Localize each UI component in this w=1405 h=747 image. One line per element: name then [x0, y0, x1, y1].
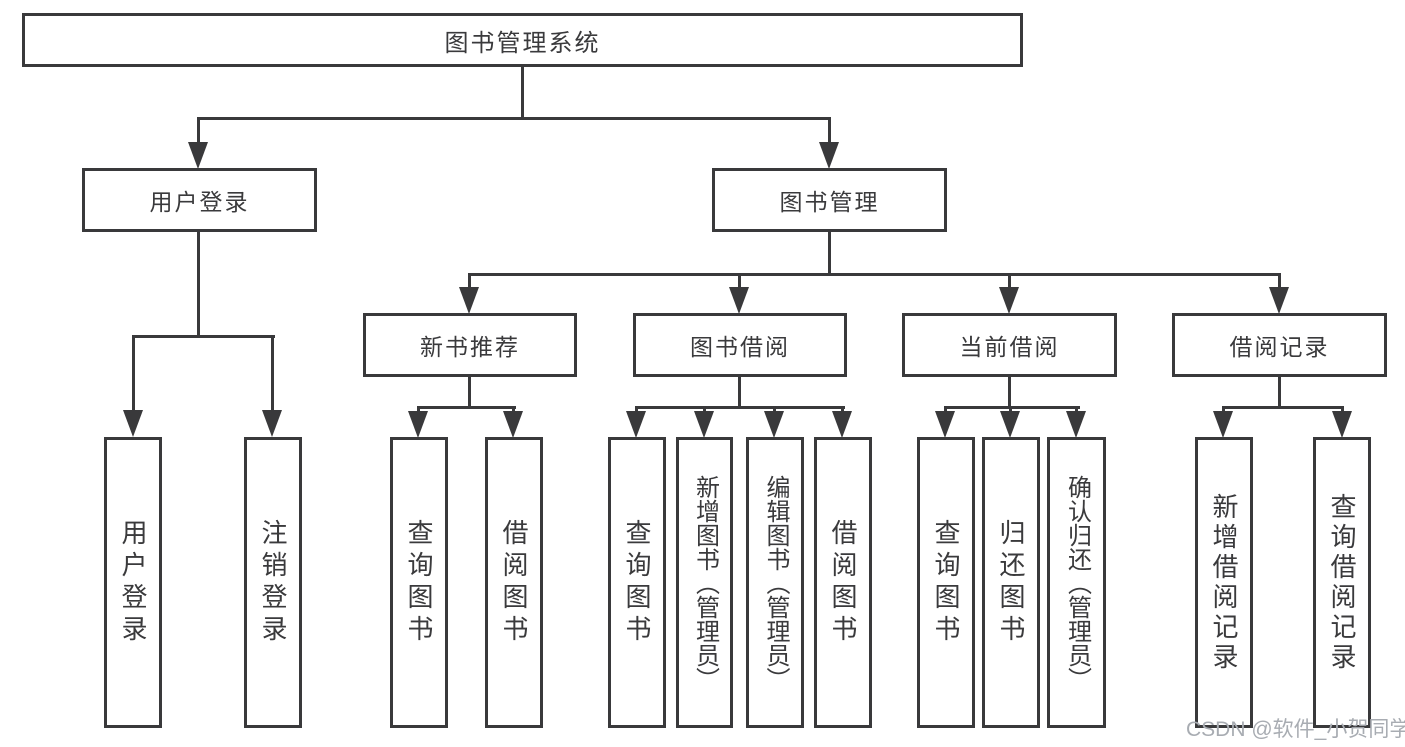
node-leaf-query-books-current: 查询图书 — [917, 437, 975, 728]
node-user-login: 用户登录 — [82, 168, 317, 232]
arrow-down-icon — [819, 142, 839, 169]
arrow-down-icon — [188, 142, 208, 169]
arrow-down-icon — [1213, 411, 1233, 438]
connector-stem-level3 — [1008, 276, 1011, 290]
arrow-down-icon — [729, 287, 749, 314]
node-leaf-return-books: 归还图书 — [982, 437, 1040, 728]
node-leaf-add-borrow-record: 新增借阅记录 — [1195, 437, 1253, 728]
node-leaf-edit-books-admin: 编辑图书（管理员） — [746, 437, 804, 728]
csdn-watermark: CSDN @软件_小贺同学 — [1186, 718, 1405, 741]
connector-level2-rail — [197, 117, 831, 120]
node-leaf-borrow-books-recommend: 借阅图书 — [485, 437, 543, 728]
node-label: 查询图书 — [404, 518, 434, 647]
node-label: 查询图书 — [622, 518, 652, 647]
node-label: 注销登录 — [258, 518, 288, 647]
connector-drop — [738, 377, 741, 409]
arrow-down-icon — [408, 411, 428, 438]
node-label: 图书管理 — [779, 189, 880, 215]
arrow-down-icon — [999, 287, 1019, 314]
node-label: 当前借阅 — [959, 334, 1060, 360]
node-label: 新书推荐 — [420, 334, 520, 360]
node-leaf-logout: 注销登录 — [244, 437, 302, 728]
connector-drop — [1008, 377, 1011, 409]
node-leaf-query-books-borrowing: 查询图书 — [608, 437, 666, 728]
node-book-borrowing: 图书借阅 — [633, 313, 847, 377]
node-label: 查询图书 — [931, 518, 961, 647]
node-label: 用户登录 — [118, 518, 148, 647]
connector-drop — [1278, 377, 1281, 409]
node-leaf-confirm-return-admin: 确认归还（管理员） — [1047, 437, 1106, 728]
arrow-down-icon — [123, 410, 143, 437]
connector-stem-level3 — [738, 276, 741, 290]
node-label: 图书管理系统 — [444, 29, 601, 57]
connector-level3-rail — [468, 273, 1281, 276]
node-leaf-query-borrow-record: 查询借阅记录 — [1313, 437, 1371, 728]
arrow-down-icon — [262, 410, 282, 437]
node-label: 借阅图书 — [499, 518, 529, 647]
connector-rail — [635, 406, 845, 409]
connector-stem-user-login — [197, 120, 200, 144]
connector-stem-leaf — [132, 338, 135, 412]
connector-root-drop — [521, 67, 524, 120]
arrow-down-icon — [503, 411, 523, 438]
connector-rail — [417, 406, 516, 409]
connector-stem-book-management — [828, 120, 831, 144]
node-label: 新增图书（管理员） — [691, 474, 719, 691]
node-label: 图书借阅 — [690, 334, 790, 360]
arrow-down-icon — [1000, 411, 1020, 438]
arrow-down-icon — [694, 411, 714, 438]
node-leaf-user-login: 用户登录 — [104, 437, 162, 728]
node-library-management-system: 图书管理系统 — [22, 13, 1023, 67]
node-label: 新增借阅记录 — [1209, 492, 1239, 673]
node-new-book-recommendation: 新书推荐 — [363, 313, 577, 377]
node-borrowing-records: 借阅记录 — [1172, 313, 1387, 377]
node-label: 用户登录 — [149, 189, 250, 215]
arrow-down-icon — [1332, 411, 1352, 438]
node-leaf-borrow-books: 借阅图书 — [814, 437, 872, 728]
arrow-down-icon — [935, 411, 955, 438]
connector-drop — [468, 377, 471, 409]
connector-book-management-drop — [828, 232, 831, 276]
node-label: 借阅记录 — [1229, 334, 1330, 360]
node-current-borrowing: 当前借阅 — [902, 313, 1117, 377]
node-book-management: 图书管理 — [712, 168, 947, 232]
arrow-down-icon — [1066, 411, 1086, 438]
connector-user-login-drop — [197, 232, 200, 338]
node-label: 编辑图书（管理员） — [762, 474, 789, 691]
node-label: 借阅图书 — [828, 518, 858, 647]
connector-user-login-rail — [132, 335, 275, 338]
node-leaf-query-books-recommend: 查询图书 — [390, 437, 448, 728]
connector-rail — [944, 406, 1080, 409]
connector-stem-level3 — [468, 276, 471, 290]
node-label: 归还图书 — [996, 518, 1026, 647]
connector-rail — [1222, 406, 1344, 409]
arrow-down-icon — [1269, 287, 1289, 314]
connector-stem-level3 — [1278, 276, 1281, 290]
arrow-down-icon — [832, 411, 852, 438]
arrow-down-icon — [764, 411, 784, 438]
node-label: 确认归还（管理员） — [1063, 474, 1091, 691]
node-leaf-add-books-admin: 新增图书（管理员） — [676, 437, 733, 728]
arrow-down-icon — [459, 287, 479, 314]
connector-stem-leaf — [271, 338, 274, 412]
node-label: 查询借阅记录 — [1327, 492, 1357, 673]
arrow-down-icon — [626, 411, 646, 438]
